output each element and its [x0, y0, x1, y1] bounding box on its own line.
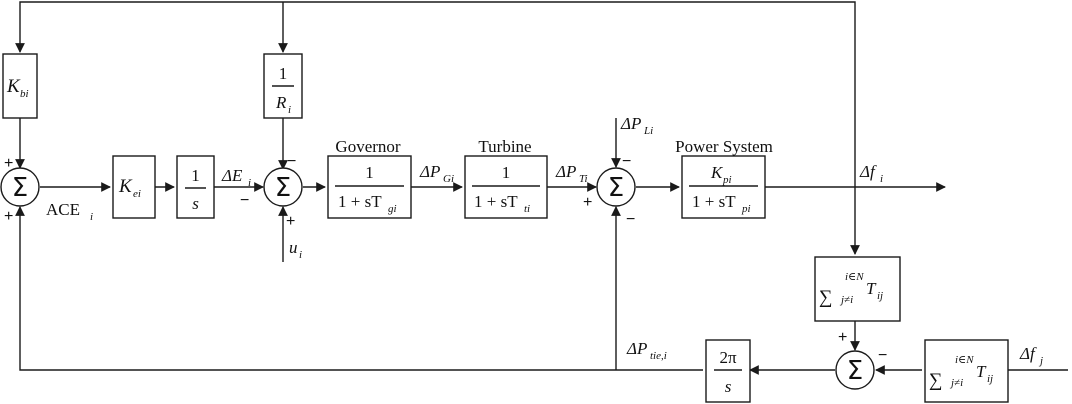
svg-text:T: T: [866, 279, 877, 298]
svg-text:Σ: Σ: [12, 173, 28, 203]
governor-block: 1 1 + sT gi: [327, 155, 412, 219]
svg-text:+: +: [583, 194, 592, 211]
svg-text:1: 1: [191, 166, 200, 185]
svg-text:j≠i: j≠i: [949, 377, 963, 389]
svg-text:−: −: [626, 211, 635, 228]
svg-text:R: R: [275, 93, 287, 112]
svg-text:i∈N: i∈N: [845, 271, 864, 283]
integral-gain-block: K ei: [112, 155, 156, 219]
svg-text:i: i: [288, 104, 291, 116]
dfj-label: Δf j: [1019, 344, 1043, 367]
summing-junction-power: Σ: [596, 167, 636, 207]
droop-block: 1 R i: [263, 53, 303, 119]
svg-text:u: u: [289, 238, 298, 257]
governor-title: Governor: [335, 137, 400, 156]
svg-text:T: T: [976, 362, 987, 381]
svg-text:bi: bi: [20, 88, 29, 100]
dPG-label: ΔP Gi: [419, 162, 454, 185]
svg-text:Σ: Σ: [608, 173, 624, 203]
svg-text:j: j: [1038, 355, 1043, 367]
svg-text:i: i: [90, 211, 93, 223]
svg-text:Ti: Ti: [579, 173, 588, 185]
dfi-label: Δf i: [859, 162, 883, 185]
svg-text:1: 1: [279, 64, 288, 83]
svg-text:ΔP: ΔP: [626, 339, 647, 358]
svg-text:ΔP: ΔP: [620, 114, 641, 133]
dPtie-label: ΔP tie,i: [626, 339, 667, 362]
tie-to-ace-line: [15, 206, 703, 371]
svg-text:−: −: [287, 153, 296, 170]
power-system-block: K pi 1 + sT pi: [681, 155, 766, 219]
svg-text:1 + sT: 1 + sT: [474, 192, 518, 211]
svg-text:gi: gi: [388, 203, 397, 215]
dE-label: ΔE i: [221, 166, 251, 189]
svg-text:ACE: ACE: [46, 200, 80, 219]
svg-text:pi: pi: [741, 203, 751, 215]
svg-text:+: +: [4, 155, 13, 172]
svg-text:K: K: [118, 176, 133, 197]
svg-text:Σ: Σ: [847, 356, 863, 386]
summing-junction-governor: Σ: [263, 167, 303, 207]
svg-text:+: +: [4, 208, 13, 225]
integrator-block: 1 s: [176, 155, 215, 219]
svg-text:i: i: [248, 177, 251, 189]
svg-text:∑: ∑: [929, 370, 943, 391]
dPL-label: ΔP Li: [620, 114, 653, 137]
summing-junction-tie: Σ: [835, 350, 875, 390]
svg-text:pi: pi: [722, 174, 732, 186]
tie-sync-block-i: ∑ i∈N j≠i T ij: [814, 256, 901, 322]
ui-label: u i: [289, 238, 302, 261]
svg-text:ΔP: ΔP: [419, 162, 440, 181]
turbine-block: 1 1 + sT ti: [464, 155, 548, 219]
feedback-bias-line: [15, 1, 856, 187]
svg-text:1 + sT: 1 + sT: [692, 192, 736, 211]
svg-text:Li: Li: [643, 125, 653, 137]
svg-text:+: +: [838, 329, 847, 346]
svg-text:Σ: Σ: [275, 173, 291, 203]
svg-text:ij: ij: [987, 373, 993, 385]
svg-text:K: K: [710, 163, 724, 182]
svg-text:ei: ei: [133, 188, 141, 200]
svg-text:2π: 2π: [719, 348, 737, 367]
svg-text:Δf: Δf: [859, 162, 877, 181]
dPT-label: ΔP Ti: [555, 162, 588, 185]
svg-text:i: i: [299, 249, 302, 261]
svg-text:i∈N: i∈N: [955, 354, 974, 366]
ace-label: ACE i: [46, 200, 93, 223]
turbine-title: Turbine: [478, 137, 531, 156]
svg-text:i: i: [880, 173, 883, 185]
tie-sync-block-j: ∑ i∈N j≠i T ij: [924, 339, 1009, 403]
svg-text:−: −: [878, 347, 887, 364]
svg-text:s: s: [725, 377, 732, 396]
svg-text:K: K: [6, 76, 21, 97]
svg-text:Δf: Δf: [1019, 344, 1037, 363]
svg-text:+: +: [286, 213, 295, 230]
svg-text:s: s: [192, 194, 199, 213]
svg-text:j≠i: j≠i: [839, 294, 853, 306]
connections: [15, 1, 1068, 375]
junction-signs: + + − − + − + − + −: [4, 153, 887, 364]
svg-text:−: −: [622, 153, 631, 170]
svg-text:1: 1: [365, 163, 374, 182]
tie-integrator-block: 2π s: [705, 339, 751, 403]
svg-text:Gi: Gi: [443, 173, 454, 185]
svg-text:ΔP: ΔP: [555, 162, 576, 181]
svg-text:ΔE: ΔE: [221, 166, 243, 185]
svg-text:ti: ti: [524, 203, 530, 215]
svg-text:−: −: [240, 192, 249, 209]
summing-junction-ace: Σ: [0, 167, 40, 207]
svg-text:ij: ij: [877, 290, 883, 302]
bias-factor-block: K bi: [2, 53, 38, 119]
svg-text:∑: ∑: [819, 287, 833, 308]
svg-text:tie,i: tie,i: [650, 350, 667, 362]
svg-text:1 + sT: 1 + sT: [338, 192, 382, 211]
svg-text:1: 1: [502, 163, 511, 182]
power-system-title: Power System: [675, 137, 773, 156]
